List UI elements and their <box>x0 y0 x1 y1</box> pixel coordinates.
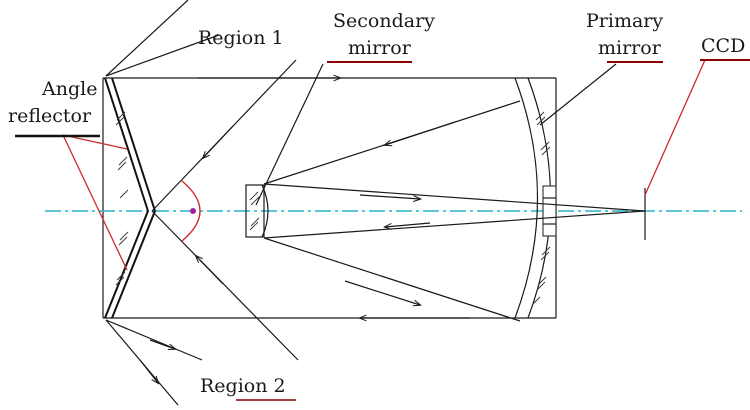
primary-mirror-label-line2: mirror <box>598 37 662 59</box>
primary-mirror-label-line1: Primary <box>586 10 663 32</box>
telescope-tube <box>102 78 557 318</box>
ccd-leader <box>644 59 706 196</box>
label-underlines <box>15 59 750 401</box>
external-rays <box>105 0 220 406</box>
primary-mirror-hatching <box>531 111 551 306</box>
region-2-label: Region 2 <box>200 375 286 397</box>
angle-reflector-label-line2: reflector <box>8 105 92 127</box>
reflector-leader-top <box>62 134 128 150</box>
reflector-hatching <box>115 111 129 286</box>
secondary-mirror-label-line1: Secondary <box>333 10 435 32</box>
angle-reflector-label-line1: Angle <box>41 78 97 100</box>
ccd-label: CCD <box>701 35 745 57</box>
leader-lines <box>62 59 706 271</box>
primary-mirror <box>514 77 557 319</box>
secondary-mirror-label-line2: mirror <box>348 37 412 59</box>
region-1-label: Region 1 <box>198 27 284 49</box>
reflector-leader-bottom <box>62 134 128 271</box>
angle-arc <box>181 180 201 242</box>
vertex-marker <box>190 208 196 214</box>
light-rays <box>151 59 646 361</box>
angle-reflector <box>104 77 156 319</box>
